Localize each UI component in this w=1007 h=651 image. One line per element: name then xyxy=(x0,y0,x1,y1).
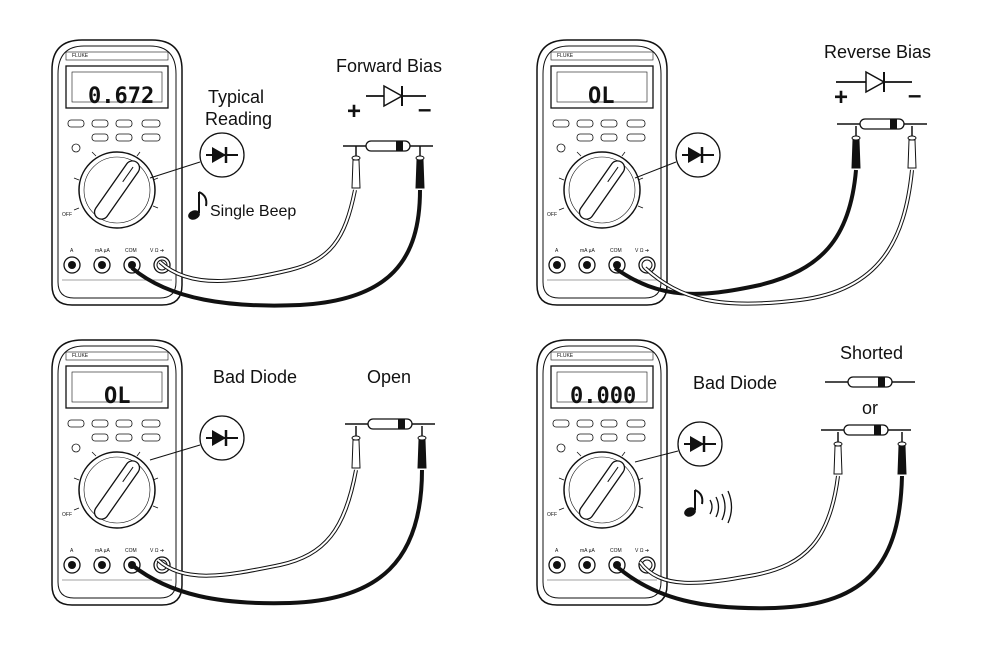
meter-brand: FLUKE xyxy=(72,353,89,359)
jack-label-com: COM xyxy=(610,248,622,254)
diode-bubble-bad-shorted xyxy=(634,420,724,468)
minus-sign: – xyxy=(418,96,432,123)
meter-brand: FLUKE xyxy=(557,353,574,359)
diode-component-shorted-bottom xyxy=(820,424,912,436)
music-note-icon xyxy=(684,489,704,517)
diode-bubble-bad-open xyxy=(149,414,246,462)
lcd-reading-bad-open: OL xyxy=(104,384,131,409)
bad-diode-label: Bad Diode xyxy=(693,373,778,393)
plus-sign: + xyxy=(834,84,849,111)
forward-bias-title: Forward Bias xyxy=(336,56,443,76)
single-beep-label: Single Beep xyxy=(210,203,297,220)
jack-label-ma: mA µA xyxy=(95,548,110,554)
jack-label-a: A xyxy=(555,548,559,554)
off-label: OFF xyxy=(547,212,557,218)
diode-bubble-forward xyxy=(149,131,246,179)
or-label: or xyxy=(862,398,879,418)
jack-label-v: V Ω ➔ xyxy=(635,548,650,554)
plus-sign: + xyxy=(347,98,362,125)
jack-label-v: V Ω ➔ xyxy=(635,248,650,254)
jack-label-ma: mA µA xyxy=(580,548,595,554)
diode-component-reverse xyxy=(836,118,928,130)
diode-bubble-reverse xyxy=(634,131,722,179)
shorted-label: Shorted xyxy=(840,343,904,363)
lcd-reading-bad-shorted: 0.000 xyxy=(570,384,637,409)
probe-black-bad-shorted xyxy=(613,431,907,611)
lcd-reading-forward: 0.672 xyxy=(88,84,155,109)
probe-red-bad-shorted xyxy=(638,431,843,585)
jack-label-com: COM xyxy=(125,548,137,554)
typical-reading-line2: Reading xyxy=(205,109,273,129)
off-label: OFF xyxy=(62,212,72,218)
probe-red-reverse xyxy=(643,125,917,306)
probe-black-forward xyxy=(130,145,425,308)
jack-label-v: V Ω ➔ xyxy=(150,248,165,254)
jack-label-a: A xyxy=(555,248,559,254)
jack-label-com: COM xyxy=(610,548,622,554)
open-label: Open xyxy=(367,367,412,387)
diode-symbol-icon xyxy=(836,70,912,94)
meter-brand: FLUKE xyxy=(72,53,89,59)
jack-label-com: COM xyxy=(125,248,137,254)
probe-black-bad-open xyxy=(130,425,427,606)
off-label: OFF xyxy=(547,512,557,518)
reverse-bias-title: Reverse Bias xyxy=(824,42,932,62)
off-label: OFF xyxy=(62,512,72,518)
minus-sign: – xyxy=(908,82,922,109)
diode-symbol-icon xyxy=(366,84,426,108)
bad-diode-label: Bad Diode xyxy=(213,367,298,387)
meter-brand: FLUKE xyxy=(557,53,574,59)
jack-label-ma: mA µA xyxy=(580,248,595,254)
probe-red-forward xyxy=(158,145,361,283)
typical-reading-line1: Typical xyxy=(208,87,265,107)
jack-label-a: A xyxy=(70,548,74,554)
probe-black-reverse xyxy=(613,125,861,296)
jack-label-ma: mA µA xyxy=(95,248,110,254)
meter-reverse xyxy=(536,39,668,306)
music-note-icon xyxy=(188,191,208,220)
probe-red-bad-open xyxy=(156,425,361,578)
meter-bad-shorted xyxy=(536,339,668,606)
jack-label-v: V Ω ➔ xyxy=(150,548,165,554)
sound-wave-icon xyxy=(709,490,733,524)
lcd-reading-reverse: OL xyxy=(588,84,615,109)
jack-label-a: A xyxy=(70,248,74,254)
diode-component-shorted-top xyxy=(824,376,916,388)
